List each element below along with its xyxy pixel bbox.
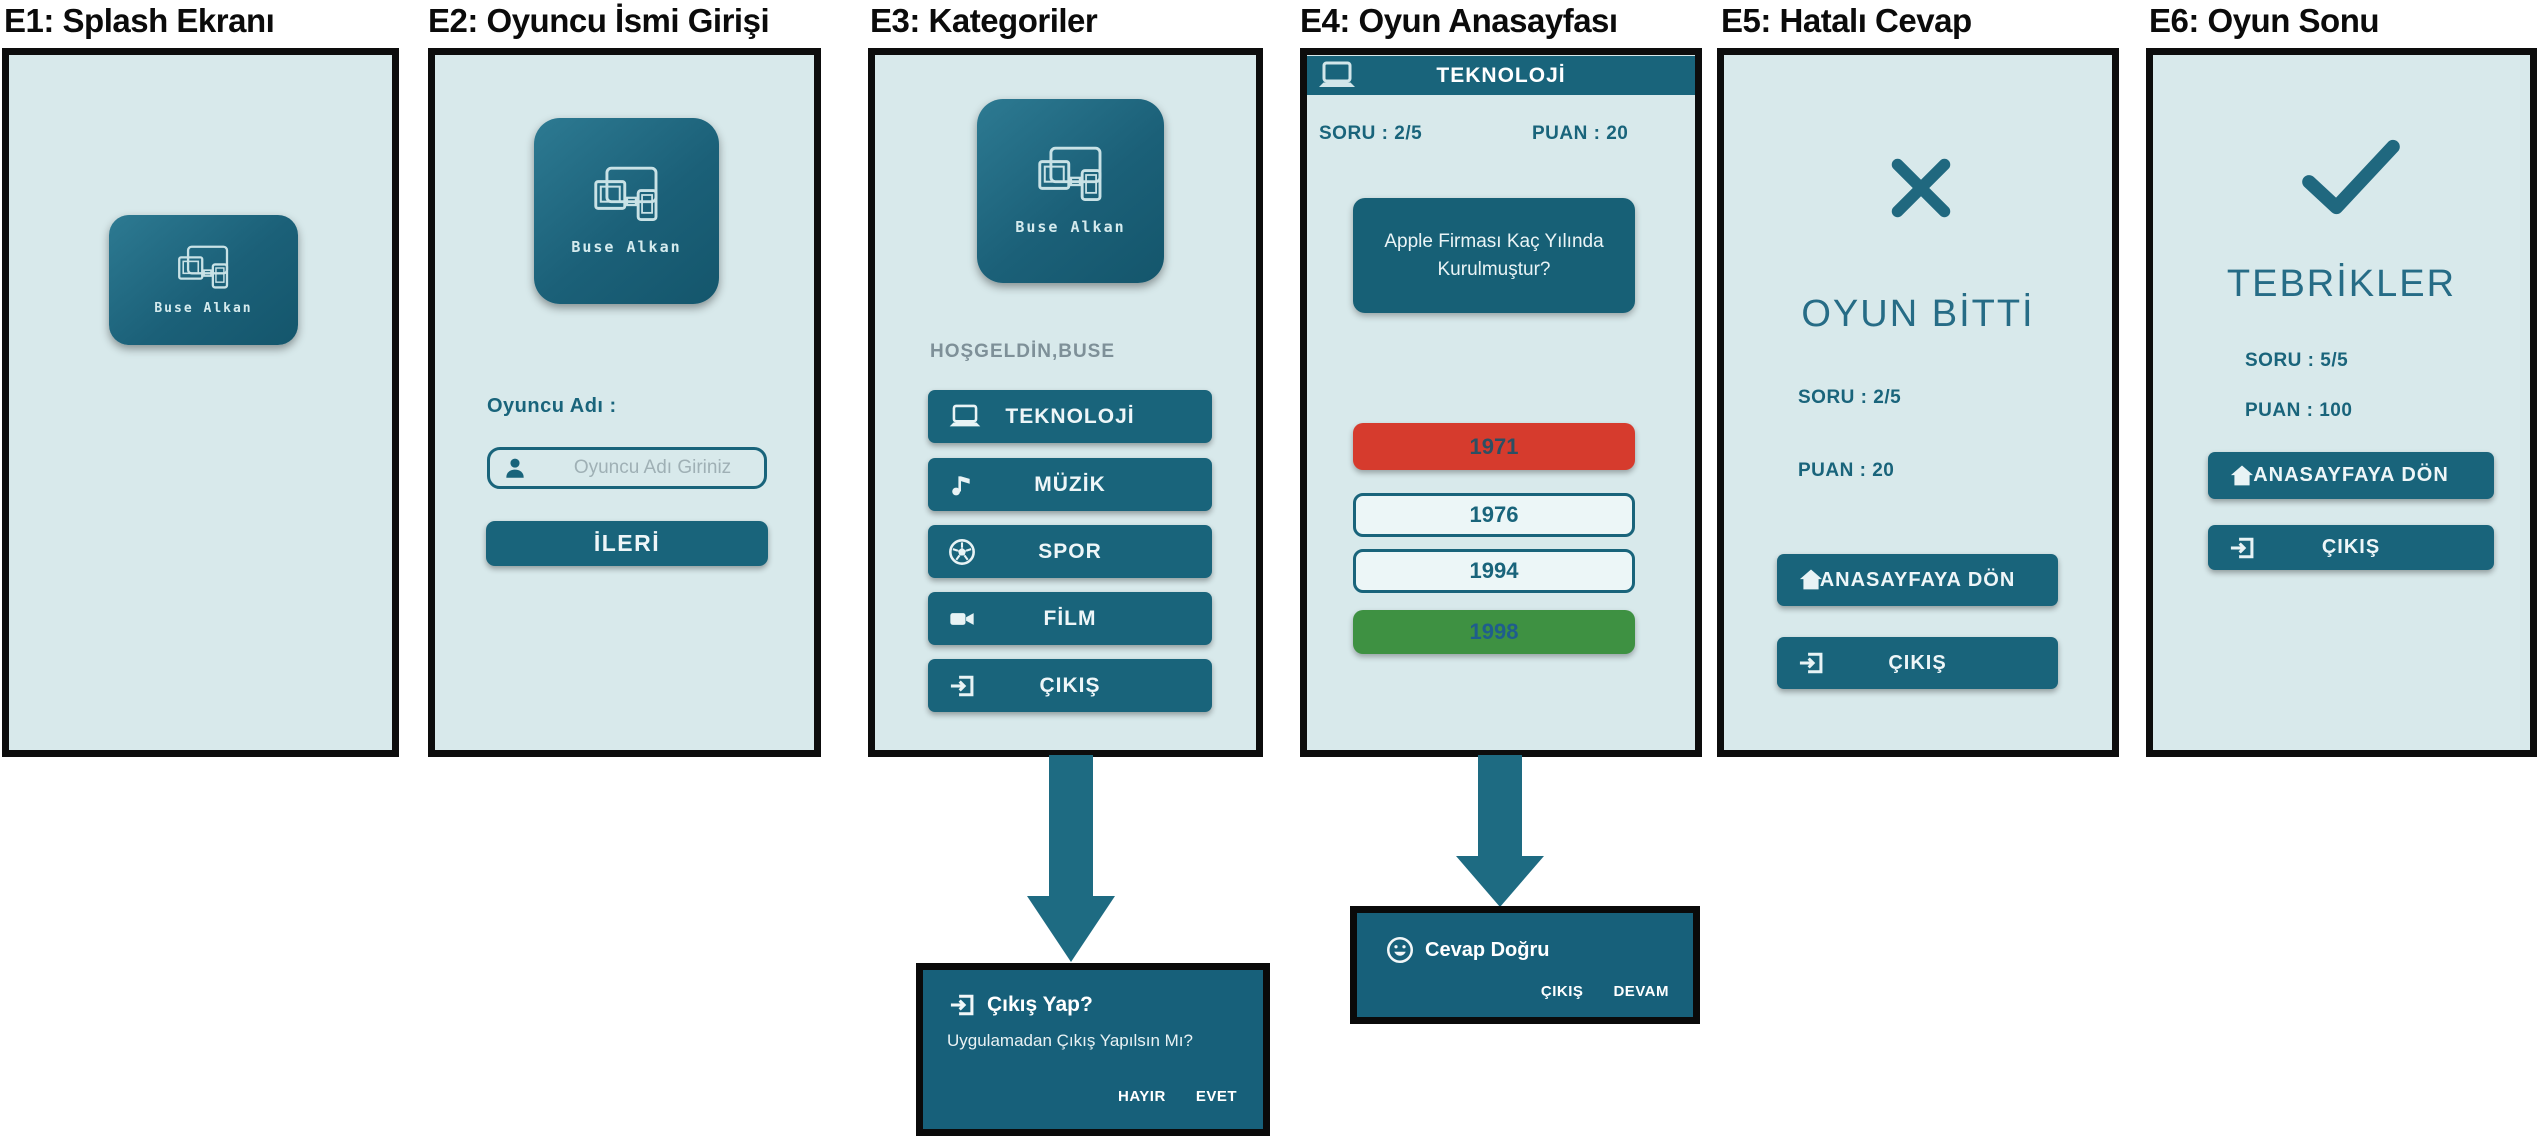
screen-title-e5: E5: Hatalı Cevap [1721, 2, 1972, 39]
home-icon [1797, 566, 1825, 594]
home-button[interactable]: ANASAYFAYA DÖN [2208, 452, 2494, 499]
exit-icon [948, 991, 976, 1019]
screen-title-e3: E3: Kategoriler [870, 2, 1098, 39]
laptop-icon [948, 403, 982, 430]
score-label: PUAN : 100 [2245, 400, 2353, 421]
screen-e4-game: TEKNOLOJİ SORU : 2/5 PUAN : 20 Apple Fir… [1300, 48, 1702, 757]
screen-title-e2: E2: Oyuncu İsmi Girişi [428, 2, 770, 39]
question-counter: SORU : 2/5 [1319, 123, 1423, 144]
question-text: Apple Firması Kaç Yılında Kurulmuştur? [1384, 230, 1604, 280]
category-button-spor[interactable]: SPOR [928, 525, 1212, 578]
app-name-label: Buse Alkan [571, 238, 682, 256]
welcome-text: HOŞGELDİN,BUSE [930, 341, 1116, 362]
app-name-label: Buse Alkan [1015, 218, 1126, 236]
screen-e2-name-entry: Buse Alkan Oyuncu Adı : İLERİ [428, 48, 821, 757]
exit-button[interactable]: ÇIKIŞ [2208, 525, 2494, 570]
dialog-continue-button[interactable]: DEVAM [1613, 983, 1669, 1000]
exit-icon [1797, 649, 1825, 677]
flow-arrow-head [1027, 896, 1115, 962]
player-name-label: Oyuncu Adı : [487, 395, 617, 417]
next-button[interactable]: İLERİ [486, 521, 768, 566]
question-card: Apple Firması Kaç Yılında Kurulmuştur? [1353, 198, 1635, 313]
congrats-headline: TEBRİKLER [2226, 263, 2457, 305]
answer-button-1998[interactable]: 1998 [1353, 610, 1635, 654]
exit-confirm-dialog: Çıkış Yap? Uygulamadan Çıkış Yapılsın Mı… [916, 963, 1270, 1136]
dialog-yes-button[interactable]: EVET [1195, 1088, 1237, 1105]
score-label: PUAN : 20 [1798, 460, 1895, 481]
screen-title-e4: E4: Oyun Anasayfası [1300, 2, 1618, 39]
app-logo-tile: Buse Alkan [977, 99, 1164, 283]
home-button[interactable]: ANASAYFAYA DÖN [1777, 554, 2058, 606]
correct-answer-dialog: Cevap Doğru ÇIKIŞ DEVAM [1350, 906, 1700, 1024]
exit-icon [2228, 534, 2256, 562]
screen-title-e6: E6: Oyun Sonu [2149, 2, 2380, 39]
app-name-label: Buse Alkan [154, 300, 253, 316]
laptop-icon [1315, 61, 1359, 91]
person-icon [502, 455, 528, 481]
category-button-muzik[interactable]: MÜZİK [928, 458, 1212, 511]
screen-title-e1: E1: Splash Ekranı [4, 2, 275, 39]
category-header-bar: TEKNOLOJİ [1307, 56, 1695, 95]
exit-button[interactable]: ÇIKIŞ [1777, 637, 2058, 689]
screen-e3-categories: Buse Alkan HOŞGELDİN,BUSE TEKNOLOJİ MÜZİ… [868, 48, 1263, 757]
exit-icon [948, 672, 976, 700]
category-header-title: TEKNOLOJİ [1436, 63, 1566, 87]
smiley-icon [1385, 935, 1415, 965]
wrong-x-icon [1885, 152, 1957, 224]
dialog-title: Cevap Doğru [1425, 939, 1550, 961]
player-name-input[interactable] [528, 456, 777, 480]
question-counter: SORU : 2/5 [1798, 387, 1902, 408]
question-counter: SORU : 5/5 [2245, 350, 2349, 371]
home-icon [2228, 462, 2256, 490]
category-button-film[interactable]: FİLM [928, 592, 1212, 645]
player-name-field-box [487, 447, 777, 489]
dialog-title: Çıkış Yap? [987, 993, 1093, 1016]
devices-icon [588, 166, 666, 224]
category-button-cikis[interactable]: ÇIKIŞ [928, 659, 1212, 712]
dialog-message: Uygulamadan Çıkış Yapılsın Mı? [947, 1031, 1193, 1050]
game-over-headline: OYUN BİTTİ [1801, 293, 2035, 335]
dialog-no-button[interactable]: HAYIR [1118, 1088, 1166, 1105]
devices-icon [1032, 146, 1110, 204]
app-logo-tile: Buse Alkan [534, 118, 719, 304]
flow-arrow-e3-to-exit-dialog [1049, 755, 1093, 897]
answer-button-1994[interactable]: 1994 [1353, 549, 1635, 593]
category-button-teknoloji[interactable]: TEKNOLOJİ [928, 390, 1212, 443]
screen-e1-splash: Buse Alkan [2, 48, 399, 757]
video-camera-icon [948, 605, 976, 633]
music-note-icon [948, 472, 974, 498]
screen-e5-game-over: OYUN BİTTİ SORU : 2/5 PUAN : 20 ANASAYFA… [1717, 48, 2119, 757]
answer-button-1976[interactable]: 1976 [1353, 493, 1635, 537]
score-label: PUAN : 20 [1532, 123, 1629, 144]
flow-arrow-head [1456, 856, 1544, 907]
check-icon [2297, 137, 2405, 219]
app-logo-tile: Buse Alkan [109, 215, 298, 345]
dialog-exit-button[interactable]: ÇIKIŞ [1540, 983, 1584, 1000]
soccer-ball-icon [948, 538, 976, 566]
devices-icon [173, 245, 235, 291]
answer-button-1971[interactable]: 1971 [1353, 423, 1635, 470]
screen-e6-game-finished: TEBRİKLER SORU : 5/5 PUAN : 100 ANASAYFA… [2146, 48, 2537, 757]
flow-arrow-e4-to-correct-dialog [1478, 755, 1522, 857]
